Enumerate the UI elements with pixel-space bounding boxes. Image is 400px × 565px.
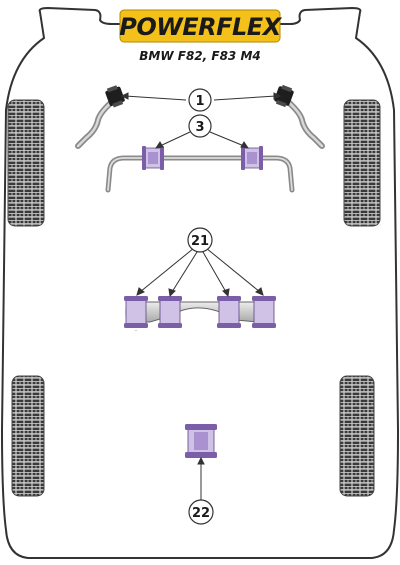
callout-22: 22: [188, 499, 214, 525]
callout-arrows: [120, 92, 282, 500]
cross-member-bush-1: ~: [124, 296, 148, 333]
anti-roll-bar-bush-right: [241, 146, 263, 170]
callout-1: 1: [188, 88, 212, 112]
cross-member-plate: [125, 301, 271, 323]
callout-3: 3: [188, 114, 212, 138]
svg-text:21: 21: [191, 234, 209, 249]
cross-member-bush-4: [252, 296, 276, 328]
tyre-rear-right: [339, 375, 375, 497]
svg-text:3: 3: [195, 120, 204, 135]
tyre-front-left: [7, 99, 45, 227]
callout-21: 21: [187, 227, 213, 253]
front-arm-left: [75, 85, 125, 149]
tyre-rear-left: [11, 375, 45, 497]
model-subtitle: BMW F82, F83 M4: [139, 49, 261, 63]
car-body-outline: [0, 6, 400, 559]
tyre-front-right: [343, 99, 381, 227]
powerflex-logo: POWERFLEX: [119, 9, 283, 43]
anti-roll-bar-bush-left: [142, 146, 164, 170]
cross-member-bush-3: [217, 296, 241, 328]
svg-text:POWERFLEX: POWERFLEX: [119, 13, 282, 41]
svg-text:~: ~: [135, 329, 138, 333]
front-arm-right: [274, 84, 325, 149]
cross-member-bush-2: [158, 296, 182, 328]
svg-text:22: 22: [192, 506, 210, 521]
rear-bush: [185, 424, 217, 458]
svg-text:1: 1: [195, 94, 204, 109]
anti-roll-bar: [105, 155, 295, 193]
